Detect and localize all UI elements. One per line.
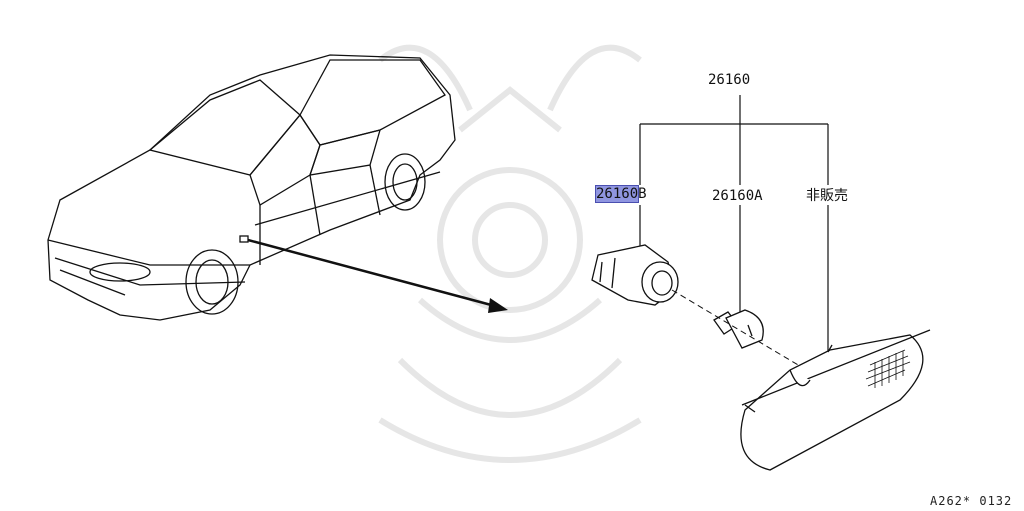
label-socket[interactable]: 26160B: [594, 185, 647, 203]
watermark-emblem: [378, 44, 642, 463]
callout-lines: [639, 95, 829, 352]
location-arrow: [247, 238, 508, 313]
lens-grid: [865, 349, 911, 388]
label-socket-suffix: B: [638, 186, 647, 202]
label-assembly[interactable]: 26160: [708, 72, 751, 88]
label-bulb[interactable]: 26160A: [712, 188, 763, 204]
side-marker-lens: [740, 329, 931, 471]
bulb-socket: [591, 244, 679, 306]
label-socket-highlight[interactable]: 26160: [594, 185, 640, 203]
reference-code: A262* 0132: [930, 494, 1013, 508]
label-not-for-sale: 非販売: [806, 188, 848, 204]
alignment-line: [671, 289, 816, 376]
car-illustration: [47, 54, 456, 321]
wedge-bulb: [713, 309, 764, 349]
